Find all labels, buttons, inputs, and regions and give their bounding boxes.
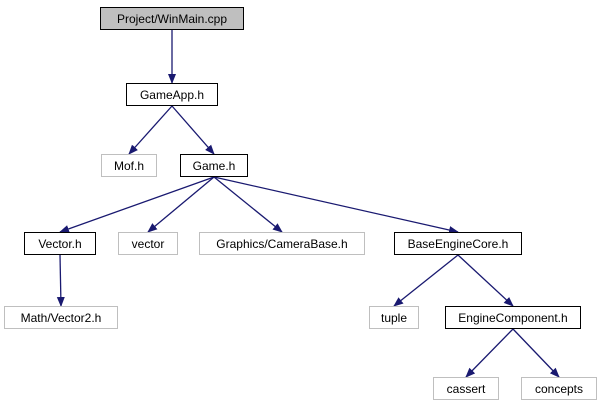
node-math-vector2-h: Math/Vector2.h [4,306,118,329]
edge-enginecomponent-to-concepts [512,328,560,378]
node-label: tuple [380,310,408,325]
node-baseenginecore-h[interactable]: BaseEngineCore.h [394,232,522,255]
edge-vector_h-to-vector2 [56,254,65,307]
node-vector: vector [118,232,178,255]
edge-game-to-vector_h [59,176,215,233]
node-camerabase-h: Graphics/CameraBase.h [199,232,365,255]
node-label: GameApp.h [139,87,205,102]
edge-game-to-camerabase [213,176,283,233]
node-label: Vector.h [38,236,82,251]
node-vector-h[interactable]: Vector.h [24,232,96,255]
node-mof-h: Mof.h [101,154,157,177]
node-label: Math/Vector2.h [20,310,102,325]
node-label: concepts [534,381,584,396]
node-label: Project/WinMain.cpp [116,11,228,26]
node-game-h[interactable]: Game.h [180,154,248,177]
node-tuple: tuple [369,306,419,329]
node-gameapp-h[interactable]: GameApp.h [126,83,218,106]
edge-baseenginecore-to-tuple [393,254,459,307]
edge-gameapp-to-mof [128,105,173,155]
node-label: Graphics/CameraBase.h [216,236,348,251]
node-label: Game.h [192,158,236,173]
node-concepts: concepts [521,377,597,400]
node-label: vector [131,236,165,251]
edge-gameapp-to-game [171,105,215,155]
node-cassert: cassert [433,377,499,400]
edge-game-to-vector [147,176,215,233]
node-label: Mof.h [113,158,144,173]
node-enginecomponent-h[interactable]: EngineComponent.h [445,306,581,329]
node-label: BaseEngineCore.h [407,236,509,251]
edge-game-to-baseenginecore [213,176,459,234]
node-winmain-cpp[interactable]: Project/WinMain.cpp [100,7,244,30]
node-label: cassert [446,381,486,396]
node-label: EngineComponent.h [458,310,568,325]
edge-baseenginecore-to-enginecomponent [457,254,514,307]
edge-enginecomponent-to-cassert [465,328,514,378]
